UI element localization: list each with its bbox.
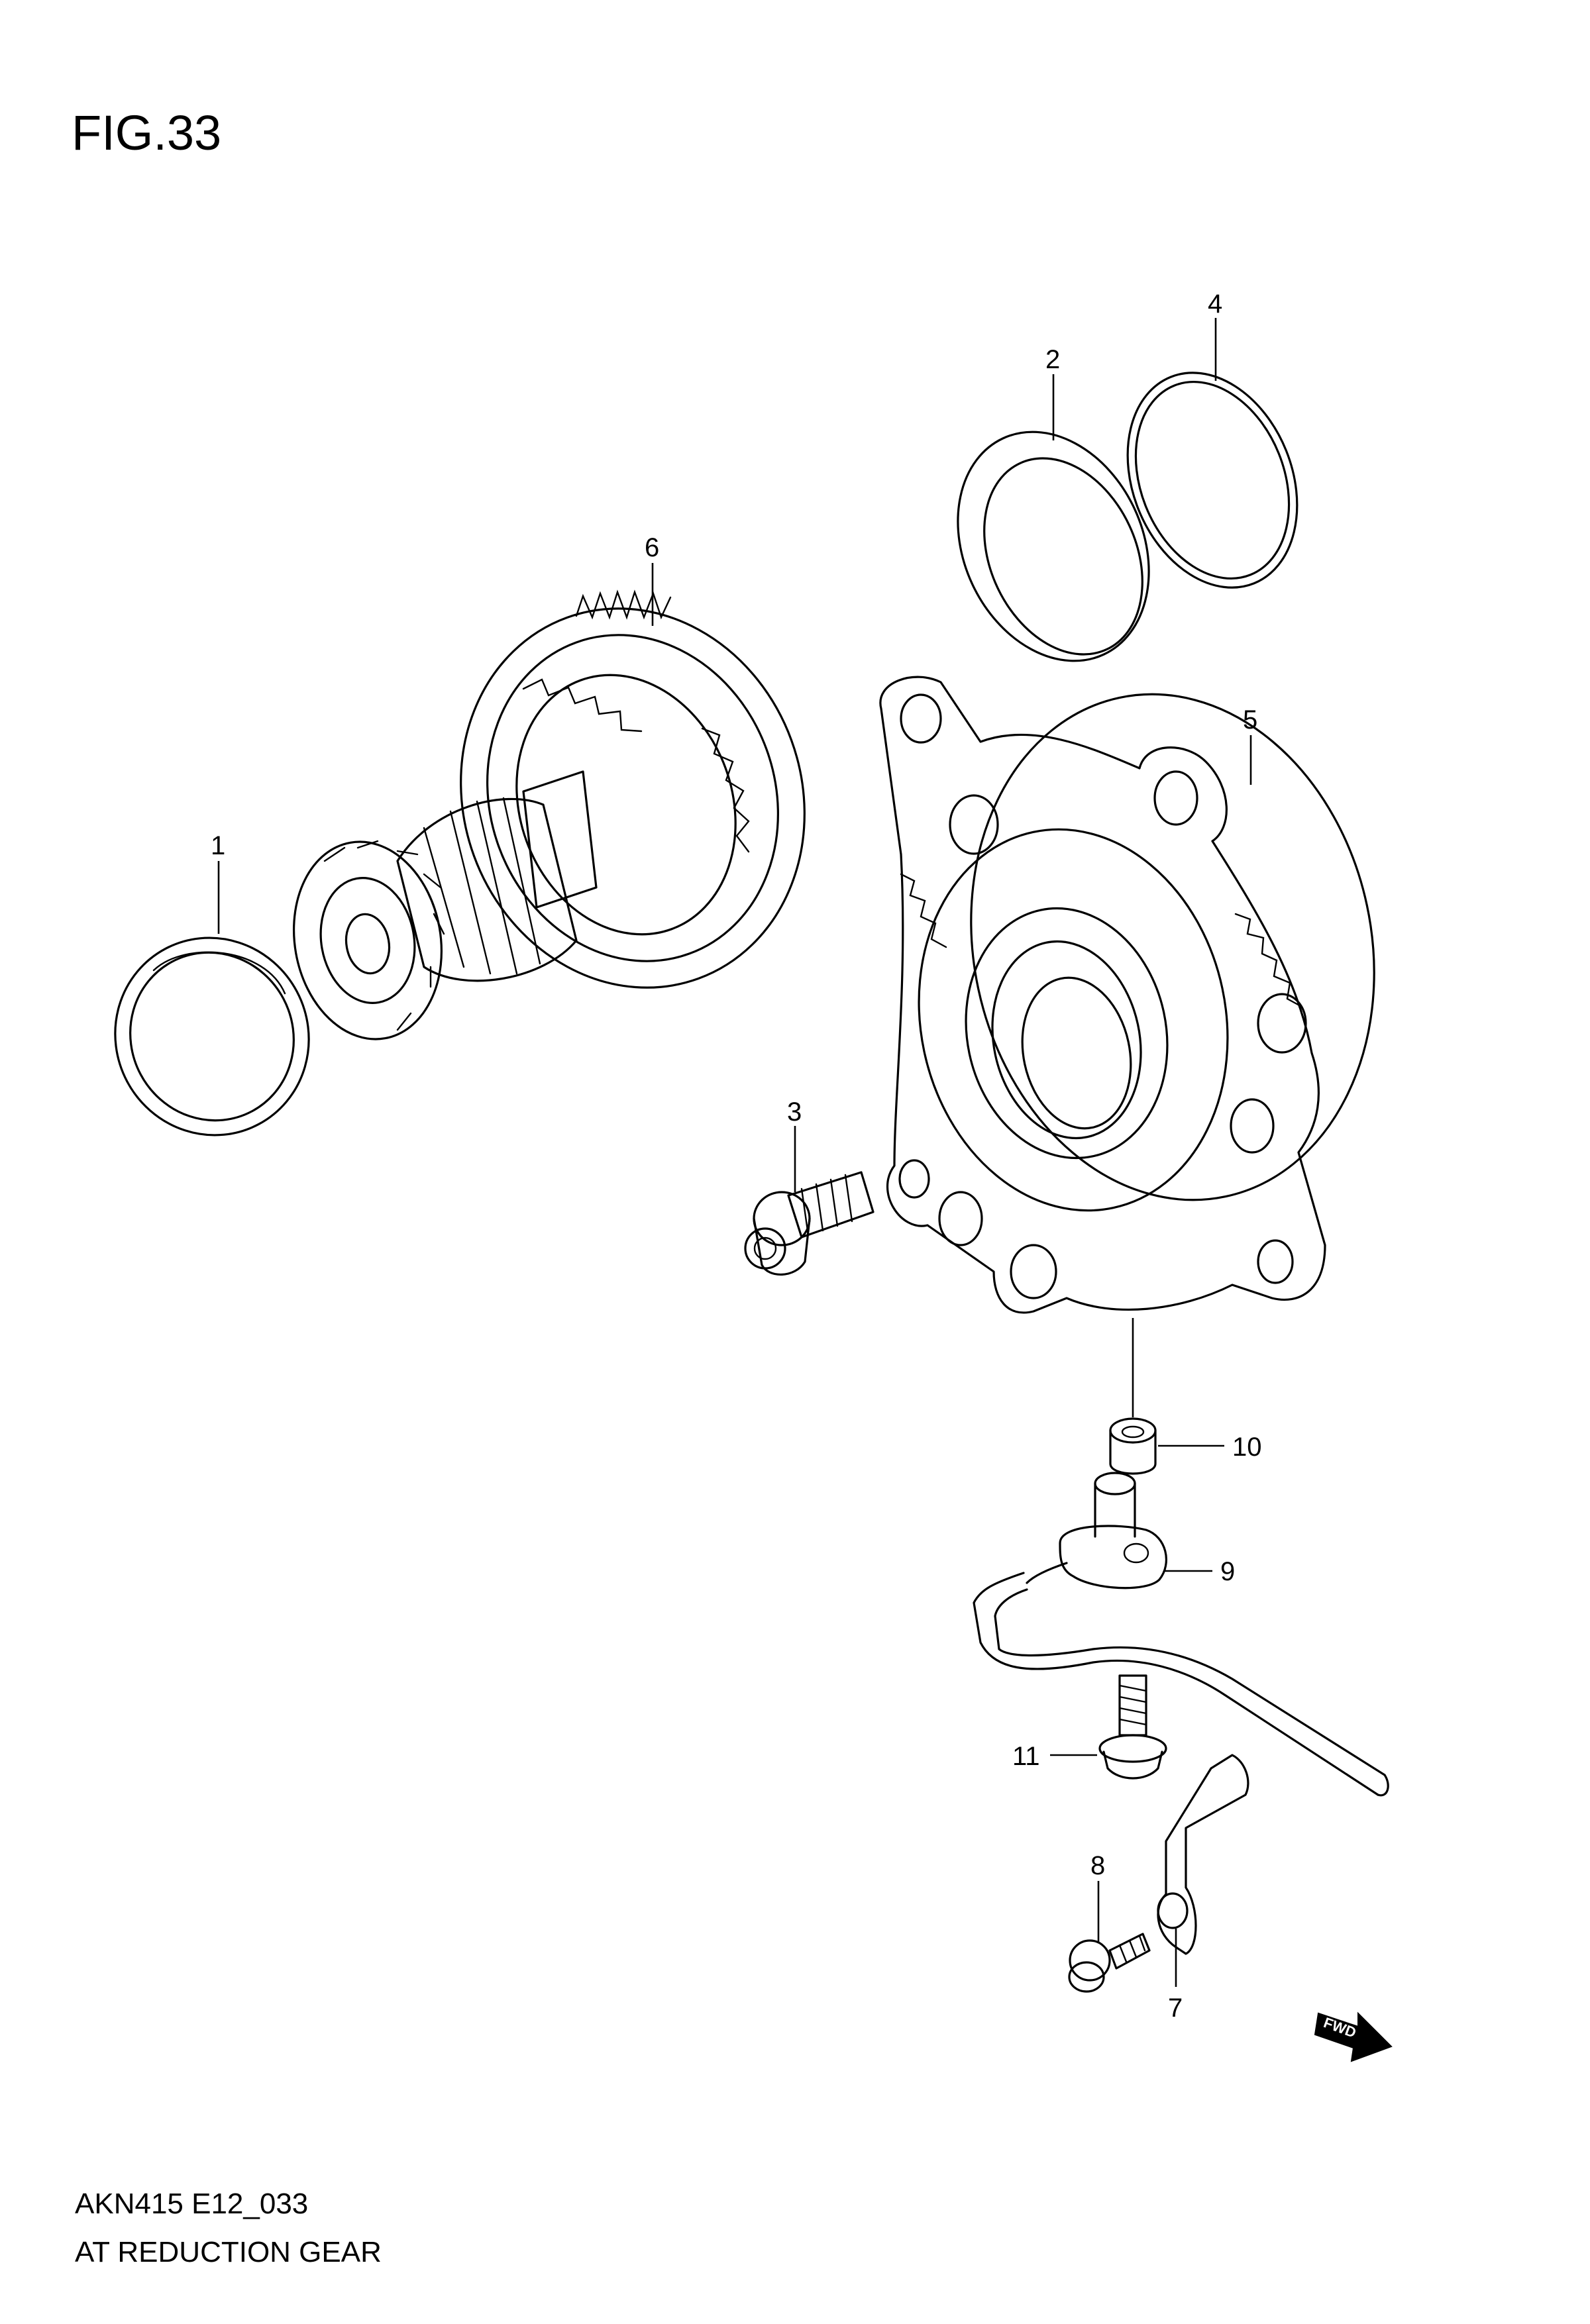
callout-8: 8: [1090, 1851, 1105, 1880]
part-2-bearing-race: [957, 430, 1150, 662]
callout-9: 9: [1220, 1557, 1235, 1586]
part-8-bolt: [1068, 1933, 1151, 1993]
callout-1: 1: [211, 831, 225, 860]
part-4-shim-ring: [1126, 372, 1298, 589]
callout-3: 3: [787, 1097, 802, 1127]
part-9-speed-sensor: [973, 1472, 1389, 1797]
callout-10: 10: [1232, 1433, 1262, 1462]
figure-code: AKN415 E12_033: [75, 2188, 308, 2220]
figure-name: AT REDUCTION GEAR: [75, 2236, 382, 2268]
callout-11: 11: [1012, 1742, 1040, 1771]
callout-7: 7: [1168, 1994, 1183, 2023]
fwd-arrow-icon: FWD: [1314, 2011, 1393, 2062]
callout-5: 5: [1243, 705, 1257, 734]
callout-6: 6: [645, 533, 659, 562]
figure-title: FIG.33: [72, 105, 221, 160]
callout-2: 2: [1045, 345, 1060, 374]
part-7-bracket: [1157, 1754, 1249, 1955]
part-10-collar: [1109, 1417, 1157, 1475]
callout-4: 4: [1208, 289, 1222, 319]
part-5-gear-case: [879, 676, 1375, 1314]
part-3-bolt: [744, 1171, 874, 1276]
leader-lines: [217, 318, 1252, 1987]
part-1-bearing-race: [114, 936, 310, 1137]
part-11-bolt: [1098, 1674, 1167, 1780]
part-6-reduction-gear-shaft: [292, 589, 806, 1040]
